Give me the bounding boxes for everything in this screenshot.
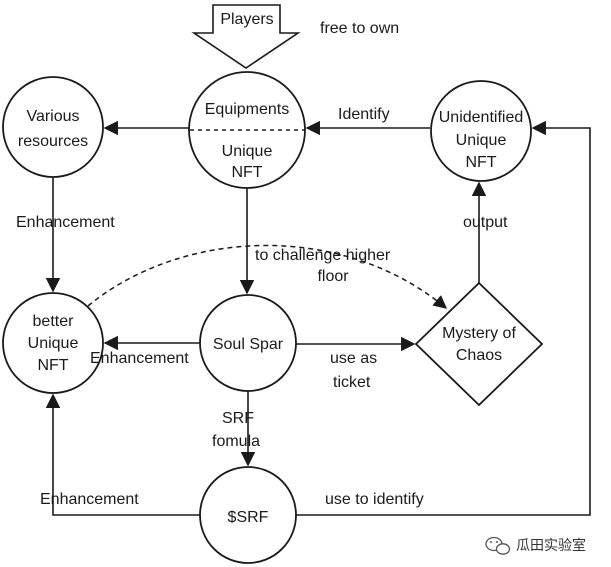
unidentified-unique-label: Unique: [456, 132, 507, 149]
output-label: output: [463, 214, 508, 231]
floor-label: floor: [317, 268, 349, 285]
mystery-label: Mystery of: [442, 325, 516, 342]
better-nft-label: NFT: [37, 357, 68, 374]
srf-label: $SRF: [228, 509, 269, 526]
srf-formula-label: fomula: [212, 433, 260, 450]
equipments-label: Equipments: [205, 101, 290, 118]
edge-better-to-mystery-dashed: [87, 244, 448, 309]
better-nft-node: [2, 292, 104, 394]
edge-srf-to-better: [45, 393, 200, 516]
edge-srf-to-unidentified: [296, 120, 591, 516]
enhancement-left-label: Enhancement: [16, 214, 115, 231]
unidentified-label: Unidentified: [439, 109, 524, 126]
use-to-identify-label: use to identify: [325, 491, 424, 508]
watermark-text: 瓜田实验室: [516, 537, 586, 554]
chaos-label: Chaos: [456, 347, 502, 364]
enhancement-mid-label: Enhancement: [90, 350, 189, 367]
unidentified-nft-label: NFT: [465, 154, 496, 171]
better-label: better: [33, 313, 75, 330]
wechat-icon: [485, 536, 511, 555]
ticket-label: ticket: [333, 374, 371, 391]
identify-label: Identify: [338, 106, 390, 123]
resources-label: resources: [18, 133, 88, 150]
better-unique-label: Unique: [28, 335, 79, 352]
equipments-nft-label: NFT: [231, 164, 262, 181]
soul-spar-label: Soul Spar: [213, 336, 284, 353]
enhancement-bottom-label: Enhancement: [40, 491, 139, 508]
challenge-label: to challenge higher: [255, 247, 391, 264]
unidentified-nft-node: [430, 80, 532, 182]
watermark: 瓜田实验室: [485, 536, 586, 555]
various-resources-node: [2, 76, 104, 178]
equipments-unique-label: Unique: [222, 143, 273, 160]
free-to-own-label: free to own: [320, 20, 399, 37]
players-block-arrow: [191, 4, 301, 69]
srf-formula-srf-label: SRF: [222, 410, 254, 427]
mystery-of-chaos-node: [414, 281, 544, 407]
use-as-label: use as: [330, 350, 377, 367]
various-label: Various: [26, 108, 79, 125]
players-label: Players: [220, 11, 273, 28]
